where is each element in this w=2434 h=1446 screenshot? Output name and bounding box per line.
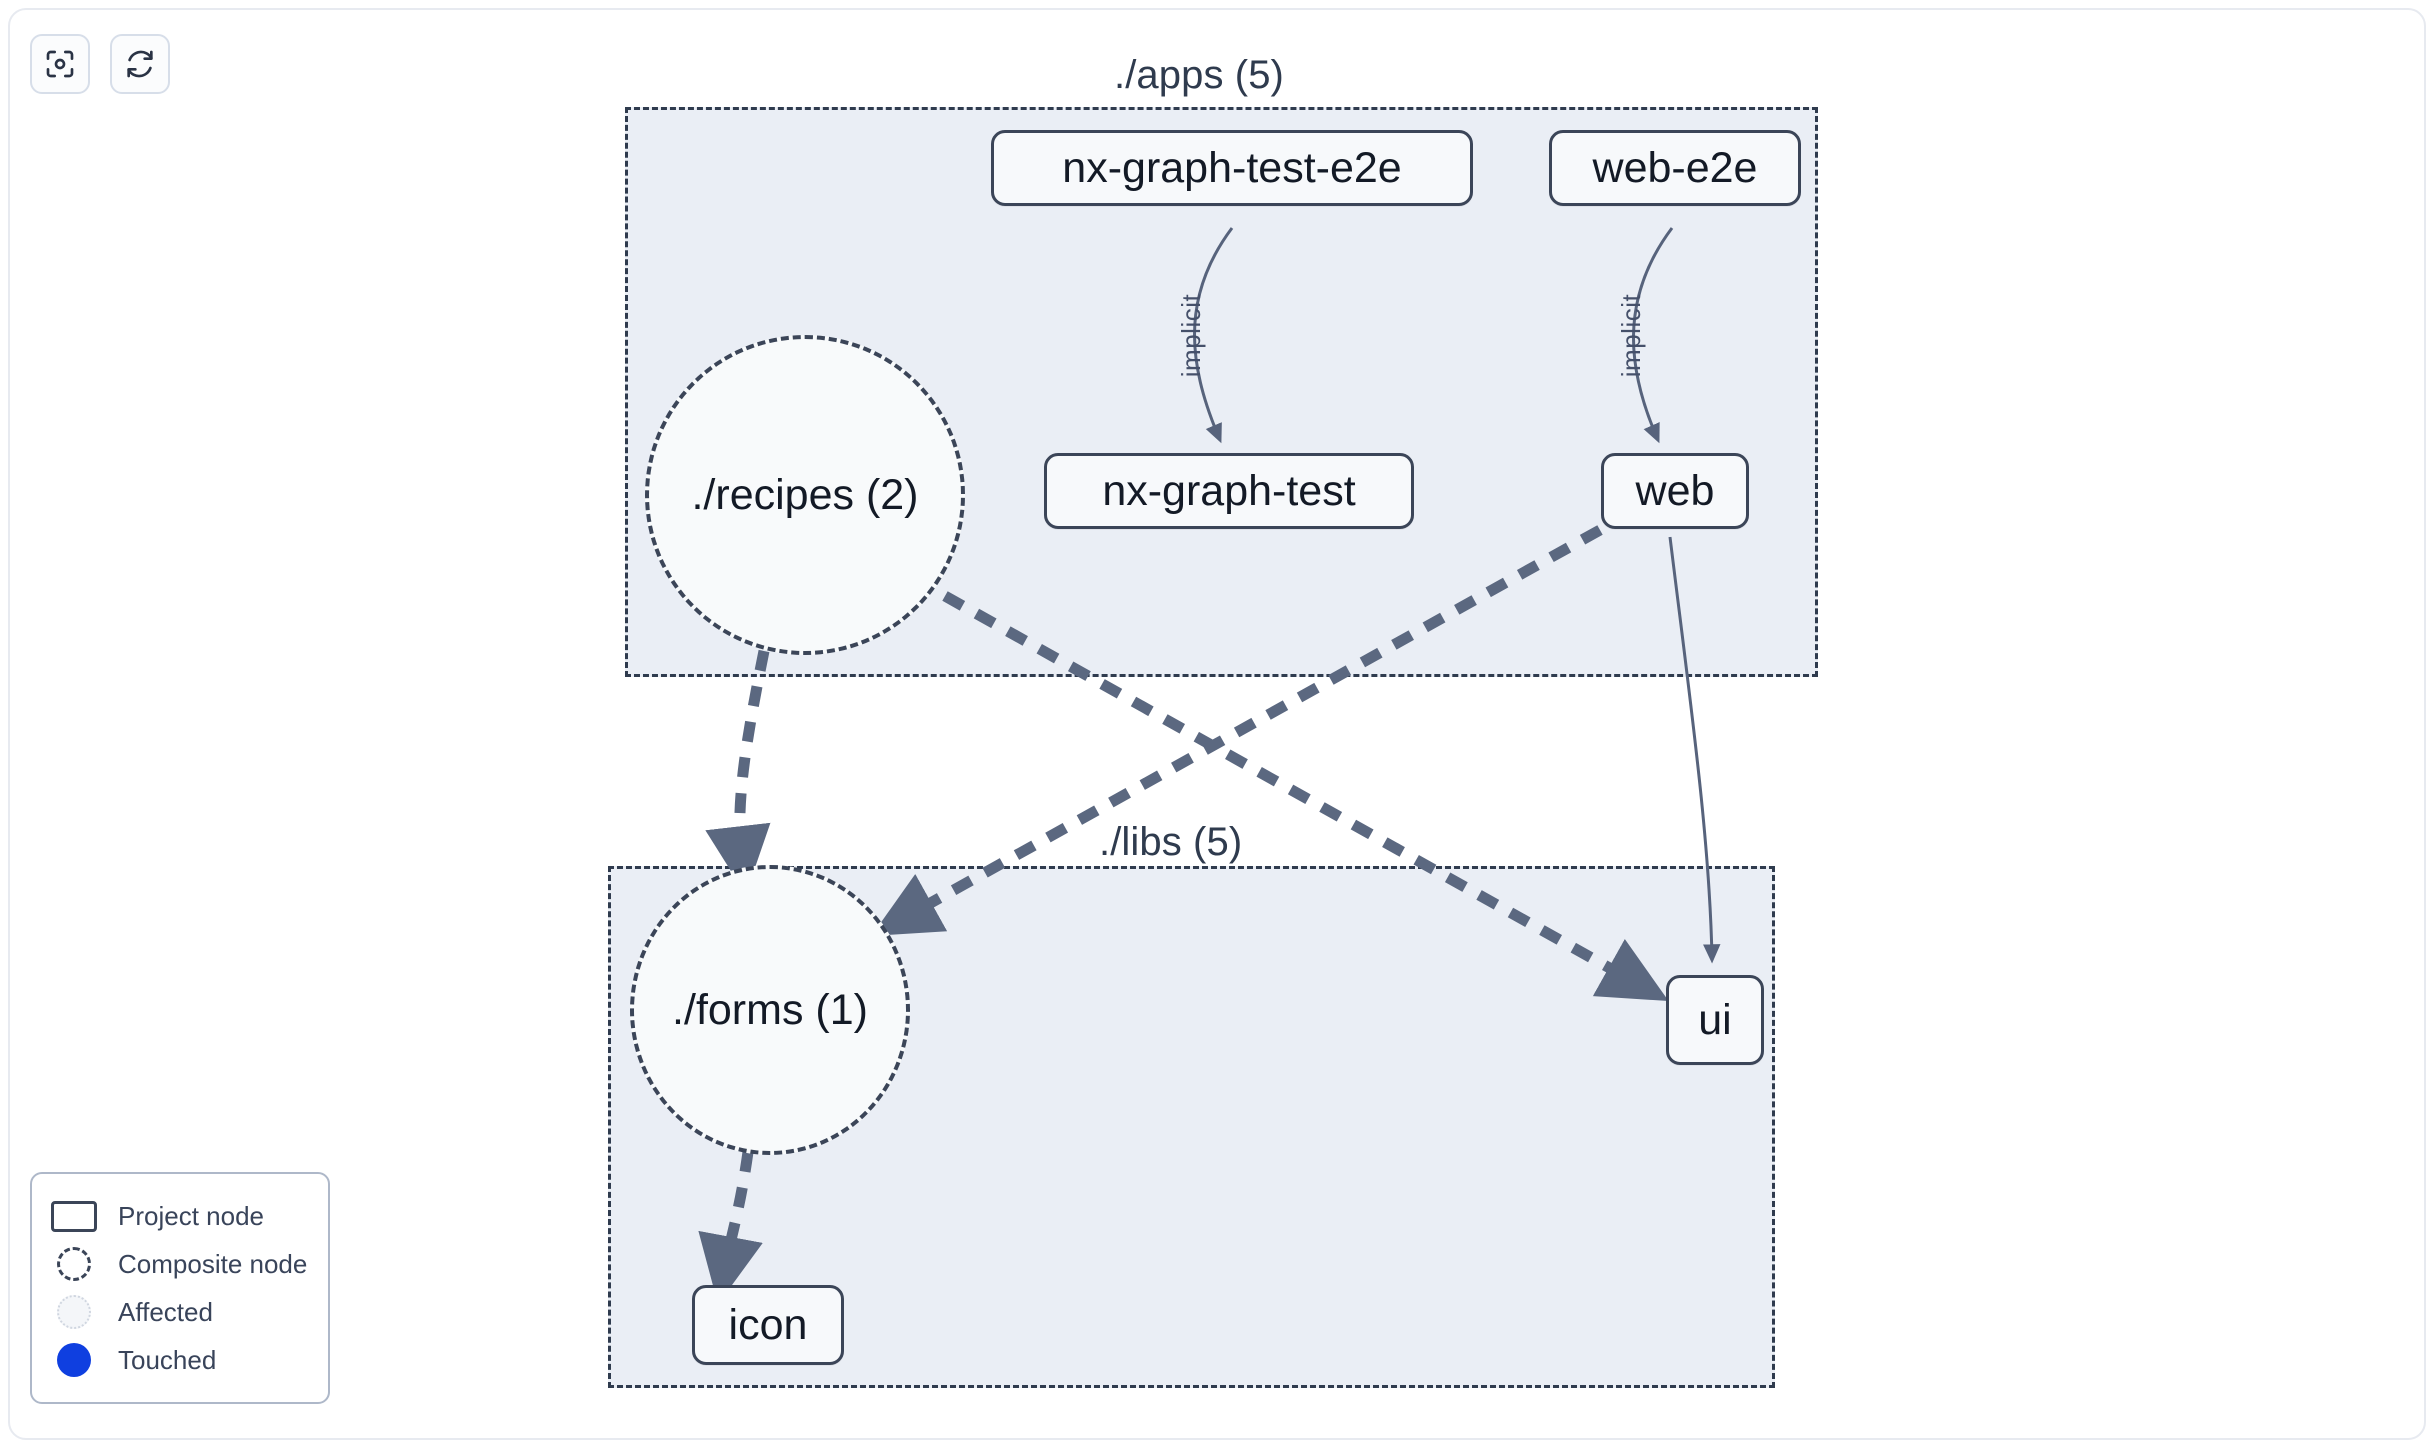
refresh-icon bbox=[124, 48, 156, 80]
project-node-web-e2e-label: web-e2e bbox=[1592, 143, 1758, 192]
refresh-graph-button[interactable] bbox=[110, 34, 170, 94]
edge-label-implicit-nx-graph-test: implicit bbox=[1176, 293, 1207, 378]
graph-legend: Project node Composite node Affected Tou… bbox=[30, 1172, 330, 1404]
group-label-apps: ./apps (5) bbox=[1114, 53, 1284, 97]
legend-item-touched: Touched bbox=[50, 1336, 306, 1384]
legend-label-affected: Affected bbox=[118, 1296, 213, 1327]
project-node-icon-label: icon bbox=[728, 1300, 808, 1349]
project-node-swatch-icon bbox=[50, 1200, 98, 1232]
project-node-ui[interactable]: ui bbox=[1666, 975, 1764, 1065]
legend-label-project-node: Project node bbox=[118, 1200, 264, 1231]
project-node-nx-graph-test-label: nx-graph-test bbox=[1102, 466, 1356, 515]
legend-item-affected: Affected bbox=[50, 1288, 306, 1336]
focus-graph-button[interactable] bbox=[30, 34, 90, 94]
project-node-icon[interactable]: icon bbox=[692, 1285, 844, 1365]
project-node-web-e2e[interactable]: web-e2e bbox=[1549, 130, 1801, 206]
graph-toolbar bbox=[30, 34, 170, 94]
composite-node-forms[interactable]: ./forms (1) bbox=[630, 865, 910, 1155]
composite-node-recipes-label: ./recipes (2) bbox=[691, 470, 919, 519]
edge-recipes-to-forms bbox=[705, 649, 771, 895]
focus-target-icon bbox=[44, 48, 76, 80]
project-node-nx-graph-test-e2e-label: nx-graph-test-e2e bbox=[1062, 143, 1402, 192]
project-node-nx-graph-test-e2e[interactable]: nx-graph-test-e2e bbox=[991, 130, 1473, 206]
legend-label-composite-node: Composite node bbox=[118, 1248, 308, 1279]
edge-label-implicit-web: implicit bbox=[1616, 293, 1647, 378]
project-node-nx-graph-test[interactable]: nx-graph-test bbox=[1044, 453, 1414, 529]
legend-item-composite-node: Composite node bbox=[50, 1240, 308, 1288]
touched-swatch-icon bbox=[50, 1343, 98, 1377]
project-node-web-label: web bbox=[1635, 466, 1715, 515]
composite-node-recipes[interactable]: ./recipes (2) bbox=[645, 335, 965, 655]
group-label-libs: ./libs (5) bbox=[1099, 820, 1243, 864]
project-node-ui-label: ui bbox=[1698, 995, 1732, 1044]
affected-swatch-icon bbox=[50, 1295, 98, 1329]
composite-node-forms-label: ./forms (1) bbox=[672, 985, 868, 1034]
project-node-web[interactable]: web bbox=[1601, 453, 1749, 529]
composite-node-swatch-icon bbox=[50, 1247, 98, 1281]
legend-label-touched: Touched bbox=[118, 1344, 217, 1375]
legend-item-project-node: Project node bbox=[50, 1192, 306, 1240]
